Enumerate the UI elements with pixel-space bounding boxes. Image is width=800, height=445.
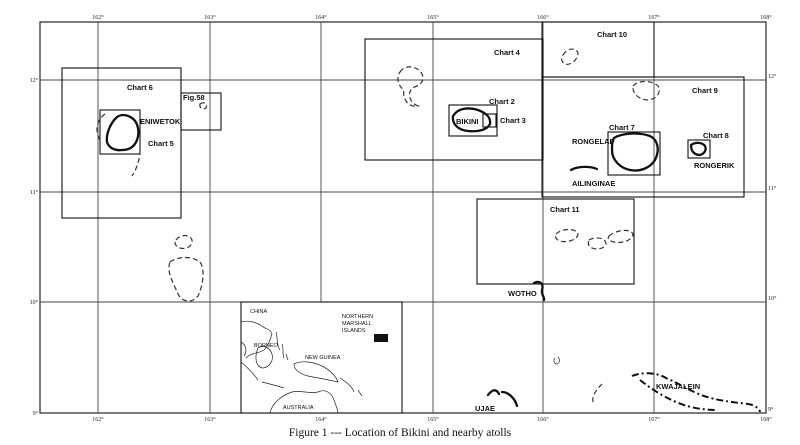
chart-10-label: Chart 10: [597, 30, 627, 39]
inset-frame: [240, 301, 403, 414]
chart-2-box: [448, 104, 498, 137]
lon-label-163-top: 163°: [204, 14, 216, 21]
inset-sumatra-java: [240, 361, 285, 389]
lat-label-11-right: 11°: [768, 185, 777, 192]
island-reef-b: [168, 256, 204, 302]
atoll-reef-chart10-a: [561, 48, 579, 65]
rongelap-atoll: [610, 132, 659, 172]
inset-new-guinea: [293, 361, 339, 383]
atoll-reef-north-chart4: [397, 66, 424, 107]
lat-label-10-right: 10°: [768, 295, 777, 302]
inset-label-marshall: MARSHALL: [342, 321, 372, 327]
rongerik-label: RONGERIK: [694, 161, 735, 170]
lat-label-9-left: 9°: [33, 410, 39, 417]
inset-marshall-islands-marker: [374, 334, 388, 342]
bikini-atoll: [451, 107, 492, 133]
latitude-labels-right: 12° 11° 10° 9°: [768, 73, 777, 413]
latitude-labels-left: 12° 11° 10° 9°: [30, 77, 39, 417]
ujae-atoll: [486, 389, 519, 408]
lon-label-166-top: 166°: [537, 14, 549, 21]
chart-6-label: Chart 6: [127, 83, 153, 92]
eniwetok-atoll: [105, 113, 140, 152]
lat-label-12-right: 12°: [768, 73, 777, 80]
chart-11-box: [476, 198, 635, 285]
wotho-atoll: [532, 280, 546, 302]
eniwetok-outer-reef: [96, 113, 141, 177]
chart-9-box: [541, 76, 745, 198]
atoll-reef-chart11-a: [555, 228, 579, 243]
lon-label-167-top: 167°: [648, 14, 660, 21]
map-frame: [39, 21, 767, 414]
chart-9-label: Chart 9: [692, 86, 718, 95]
wotho-label: WOTHO: [508, 289, 537, 298]
island-reef-a: [174, 234, 193, 250]
inset-label-borneo: BORNEO: [254, 343, 279, 349]
inset-australia: [269, 390, 339, 414]
lat-label-12-left: 12°: [30, 77, 39, 84]
fig-58-box: [180, 92, 222, 131]
lon-label-164-top: 164°: [315, 14, 327, 21]
longitude-labels-top: 162° 163° 164° 165° 166° 167° 168°: [92, 14, 772, 21]
bikini-label: BIKINI: [456, 117, 479, 126]
rongelap-label: RONGELAP: [572, 137, 615, 146]
lon-label-164-bottom: 164°: [315, 416, 327, 423]
inset-island-chain: [339, 377, 363, 397]
chart-7-label: Chart 7: [609, 123, 635, 132]
eniwetok-label: ENIWETOK: [140, 117, 181, 126]
inset-label-new-guinea: NEW GUINEA: [305, 355, 341, 361]
inset-asia-coast: [240, 320, 273, 359]
chart-7-box: [607, 131, 661, 176]
chart-2-label: Chart 2: [489, 97, 515, 106]
ailinginae-atoll: [569, 165, 599, 172]
lon-label-168-top: 168°: [760, 14, 772, 21]
chart-5-box: [99, 109, 141, 155]
lat-label-10-left: 10°: [30, 299, 39, 306]
chart-4-box: [364, 38, 544, 161]
kwajalein-label: KWAJALEIN: [656, 382, 700, 391]
chart-3-label: Chart 3: [500, 116, 526, 125]
ailinginae-label: AILINGINAE: [572, 179, 615, 188]
chart-8-box: [687, 139, 711, 159]
chart-4-label: Chart 4: [494, 48, 521, 57]
inset-borneo: [255, 346, 273, 369]
small-island: [553, 356, 560, 365]
chart-6-box: [61, 67, 182, 219]
fig-58-label: Fig.58: [183, 93, 205, 102]
latitude-gridlines: [40, 79, 766, 303]
chart-11-label: Chart 11: [550, 205, 580, 214]
figure-caption: Figure 1 --- Location of Bikini and near…: [288, 427, 512, 439]
lon-label-167-bottom: 167°: [648, 416, 660, 423]
atoll-reef-chart11-b: [587, 237, 607, 250]
kwajalein-atoll: [631, 372, 761, 413]
lon-label-166-bottom: 166°: [537, 416, 549, 423]
inset-label-australia: AUSTRALIA: [283, 405, 314, 411]
fig-58-island: [199, 102, 208, 110]
chart-8-label: Chart 8: [703, 131, 729, 140]
inset-label-northern: NORTHERN: [342, 314, 373, 320]
inset-philippines: [275, 331, 289, 361]
lat-label-11-left: 11°: [30, 189, 39, 196]
inset-locator-map: CHINA BORNEO NEW GUINEA AUSTRALIA NORTHE…: [240, 301, 403, 414]
longitude-labels-bottom: 162° 163° 164° 165° 166° 167° 168°: [92, 416, 772, 423]
kwajalein-island-west: [592, 383, 603, 405]
lon-label-168-bottom: 168°: [760, 416, 772, 423]
lon-label-163-bottom: 163°: [204, 416, 216, 423]
ujae-label: UJAE: [475, 404, 495, 413]
atoll-reef-chart10-b: [632, 80, 660, 101]
lon-label-165-bottom: 165°: [427, 416, 439, 423]
chart-5-label: Chart 5: [148, 139, 174, 148]
lon-label-162-top: 162°: [92, 14, 104, 21]
atoll-reef-chart11-c: [607, 229, 634, 244]
lon-label-165-top: 165°: [427, 14, 439, 21]
lon-label-162-bottom: 162°: [92, 416, 104, 423]
inset-label-islands: ISLANDS: [342, 328, 366, 334]
rongerik-atoll: [689, 141, 707, 157]
inset-label-china: CHINA: [250, 309, 267, 315]
lat-label-9-right: 9°: [768, 406, 774, 413]
chart-3-box: [482, 113, 497, 128]
